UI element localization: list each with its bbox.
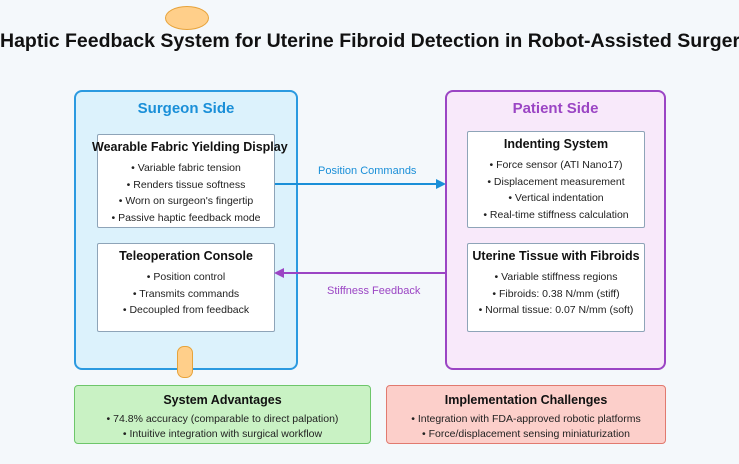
stiffness-feedback-label: Stiffness Feedback bbox=[327, 285, 421, 297]
implementation-challenges-item: • Force/displacement sensing miniaturiza… bbox=[422, 428, 630, 440]
patient-side-title: Patient Side bbox=[512, 100, 599, 117]
wearable-display-item: • Variable fabric tension bbox=[131, 162, 241, 174]
uterine-tissue-item: • Fibroids: 0.38 N/mm (stiff) bbox=[492, 287, 620, 300]
uterine-tissue-card: Uterine Tissue with Fibroids • Variable … bbox=[467, 243, 645, 332]
indenting-system-item: • Force sensor (ATI Nano17) bbox=[489, 159, 623, 171]
decorative-pill-bottom bbox=[177, 346, 193, 378]
position-commands-label: Position Commands bbox=[318, 165, 417, 177]
teleoperation-console-item: • Decoupled from feedback bbox=[122, 304, 250, 316]
uterine-tissue-item: • Variable stiffness regions bbox=[494, 271, 618, 283]
system-advantages-item: • Intuitive integration with surgical wo… bbox=[122, 428, 323, 440]
wearable-display-item: • Worn on surgeon's fingertip bbox=[118, 195, 254, 207]
indenting-system-item: • Displacement measurement bbox=[487, 175, 625, 188]
teleoperation-console-card: Teleoperation Console • Position control… bbox=[97, 243, 275, 332]
system-advantages-item: • 74.8% accuracy (comparable to direct p… bbox=[106, 413, 339, 425]
wearable-display-title: Wearable Fabric Yielding Display bbox=[92, 140, 288, 154]
indenting-system-card: Indenting System • Force sensor (ATI Nan… bbox=[467, 131, 645, 228]
teleoperation-console-item: • Transmits commands bbox=[132, 287, 240, 300]
uterine-tissue-item: • Normal tissue: 0.07 N/mm (soft) bbox=[478, 304, 634, 316]
decorative-oval-top bbox=[165, 6, 209, 30]
wearable-display-item: • Renders tissue softness bbox=[126, 178, 246, 191]
system-advantages-box: System Advantages • 74.8% accuracy (comp… bbox=[74, 385, 371, 444]
system-advantages-title: System Advantages bbox=[163, 393, 282, 407]
uterine-tissue-title: Uterine Tissue with Fibroids bbox=[472, 249, 640, 263]
implementation-challenges-item: • Integration with FDA-approved robotic … bbox=[411, 413, 641, 425]
wearable-display-card: Wearable Fabric Yielding Display • Varia… bbox=[92, 134, 288, 228]
wearable-display-item: • Passive haptic feedback mode bbox=[111, 211, 261, 224]
diagram-title: Haptic Feedback System for Uterine Fibro… bbox=[0, 30, 739, 52]
indenting-system-title: Indenting System bbox=[503, 137, 609, 151]
teleoperation-console-title: Teleoperation Console bbox=[119, 249, 253, 263]
surgeon-side-title: Surgeon Side bbox=[137, 100, 235, 117]
implementation-challenges-box: Implementation Challenges • Integration … bbox=[386, 385, 666, 444]
implementation-challenges-title: Implementation Challenges bbox=[444, 393, 608, 407]
indenting-system-item: • Real-time stiffness calculation bbox=[483, 208, 629, 221]
indenting-system-item: • Vertical indentation bbox=[508, 192, 604, 204]
teleoperation-console-item: • Position control bbox=[146, 271, 226, 283]
